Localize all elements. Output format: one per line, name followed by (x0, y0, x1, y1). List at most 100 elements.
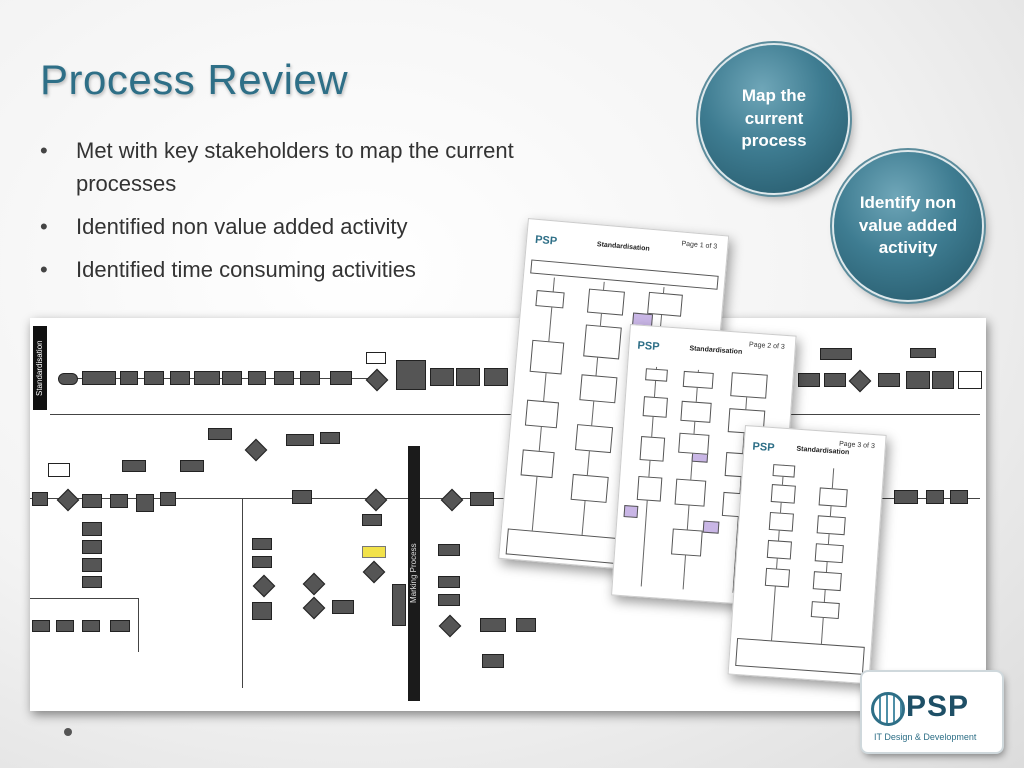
process-box (470, 492, 494, 506)
process-box (82, 522, 102, 536)
process-box (252, 538, 272, 550)
process-box (110, 620, 130, 632)
process-box (32, 492, 48, 506)
doc-box (524, 399, 560, 429)
doc-box (682, 370, 714, 389)
process-box (932, 371, 954, 389)
doc-box (623, 505, 639, 518)
identify-activity-circle: Identify non value added activity (834, 152, 982, 300)
process-box (396, 360, 426, 390)
process-box (798, 373, 820, 387)
process-box (878, 373, 900, 387)
process-document-page: PSP Standardisation Page 3 of 3 (727, 425, 887, 685)
doc-box (768, 511, 794, 532)
psp-logo: PSP IT Design & Development (862, 672, 1002, 752)
process-box (208, 428, 232, 440)
frame-line (30, 598, 138, 599)
process-box (438, 594, 460, 606)
process-box (910, 348, 936, 358)
circle-label: Identify non value added activity (858, 192, 958, 258)
process-box (110, 494, 128, 508)
decision-node (440, 488, 464, 512)
process-box (332, 600, 354, 614)
process-box (480, 618, 506, 632)
process-box (252, 602, 272, 620)
doc-box (814, 543, 844, 564)
process-box (484, 368, 508, 386)
process-box (48, 463, 70, 477)
bullet-list: Met with key stakeholders to map the cur… (36, 134, 536, 296)
doc-box (680, 400, 712, 423)
process-box (516, 618, 536, 632)
process-box (82, 371, 116, 385)
bullet-item: Identified time consuming activities (36, 253, 536, 286)
process-box (32, 620, 50, 632)
process-box (56, 620, 74, 632)
doc-box (678, 432, 710, 455)
process-box (330, 371, 352, 385)
doc-box (772, 464, 796, 478)
doc-box (570, 473, 609, 503)
process-box (82, 620, 100, 632)
doc-box (642, 396, 668, 418)
process-box (292, 490, 312, 504)
circle-label: Map the current process (741, 85, 807, 151)
process-box (82, 576, 102, 588)
decision-node (244, 438, 268, 462)
doc-box (535, 290, 565, 309)
doc-box (639, 436, 666, 462)
doc-box (810, 601, 840, 620)
doc-box (645, 368, 668, 382)
lane-label: Standardisation (33, 326, 47, 410)
decision-node (364, 488, 388, 512)
doc-box (520, 449, 555, 479)
doc-box (818, 487, 848, 508)
process-box (136, 494, 154, 512)
process-box (170, 371, 190, 385)
process-box (958, 371, 982, 389)
page-number: Page 1 of 3 (681, 240, 718, 251)
doc-box (586, 288, 625, 316)
document-title: Standardisation (596, 241, 650, 253)
psp-logo-mini: PSP (534, 233, 558, 248)
decision-node (56, 488, 80, 512)
process-box (438, 576, 460, 588)
process-box (82, 558, 102, 572)
slide-title: Process Review (40, 56, 349, 103)
doc-box (671, 528, 703, 557)
process-box (894, 490, 918, 504)
process-box (248, 371, 266, 385)
doc-box (529, 339, 565, 375)
process-box (82, 494, 102, 508)
doc-footer-box (735, 637, 865, 675)
slide-indicator-dot (64, 728, 72, 736)
process-box (122, 460, 146, 472)
process-box (222, 371, 242, 385)
decision-node (302, 596, 326, 620)
process-box (82, 540, 102, 554)
doc-box (730, 372, 768, 399)
doc-box (764, 567, 791, 588)
bullet-item: Identified non value added activity (36, 210, 536, 243)
process-box (144, 371, 164, 385)
flow-line (242, 498, 243, 688)
marking-process-lane: Marking Process (408, 446, 420, 701)
doc-box (766, 539, 792, 560)
doc-box (674, 478, 707, 507)
doc-box (816, 515, 846, 536)
process-box (430, 368, 454, 386)
process-box (320, 432, 340, 444)
doc-box (583, 324, 622, 360)
process-box (274, 371, 294, 385)
process-box (906, 371, 930, 389)
process-box (366, 352, 386, 364)
globe-icon (871, 692, 905, 726)
page-number: Page 2 of 3 (748, 341, 785, 351)
start-node (58, 373, 78, 385)
process-box (438, 544, 460, 556)
doc-box (636, 475, 663, 502)
process-box (180, 460, 204, 472)
document-title: Standardisation (689, 345, 743, 356)
bullet-item: Met with key stakeholders to map the cur… (36, 134, 536, 200)
process-box (286, 434, 314, 446)
